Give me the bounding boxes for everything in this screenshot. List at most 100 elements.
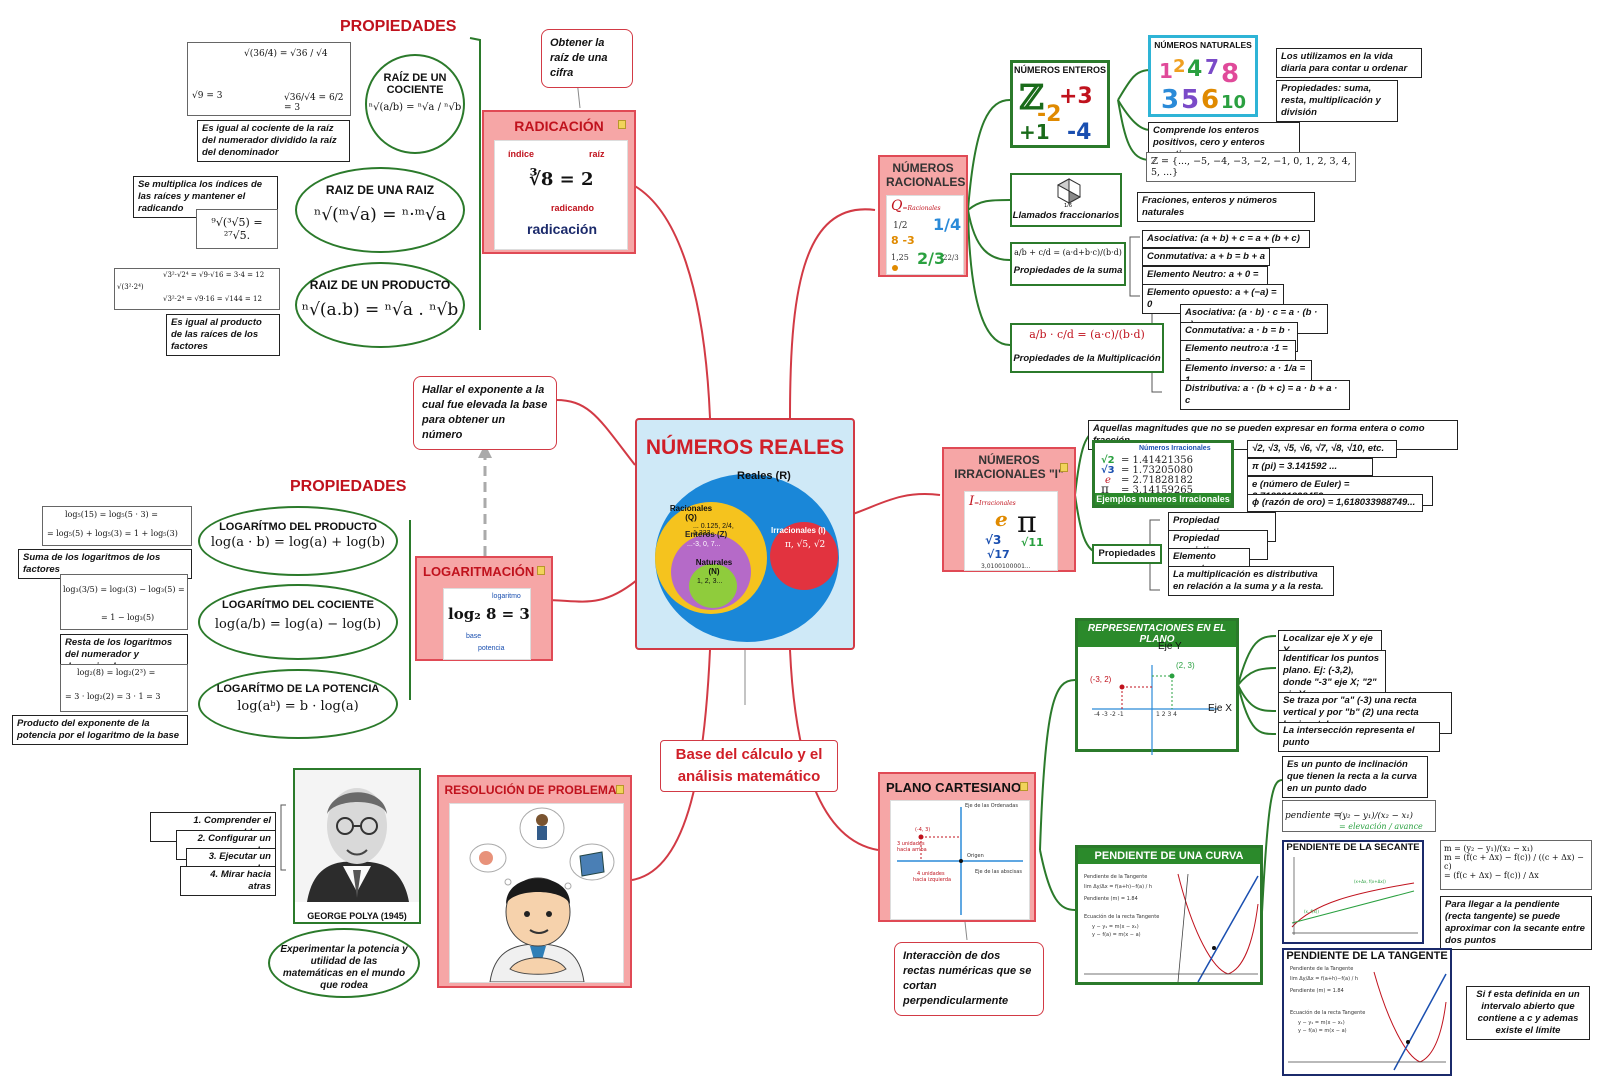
svg-text:Ecuación de la recta Tangente: Ecuación de la recta Tangente <box>1084 913 1159 920</box>
irracionales-propiedades-label: Propiedades <box>1098 548 1156 559</box>
logaritmacion-topic[interactable]: LOGARITMACIÓN logaritmo log₂ 8 = 3 base … <box>415 556 553 661</box>
resolucion-title: RESOLUCIÓN DE PROBLEMAS <box>444 783 625 797</box>
log-producto-label: LOGARÍTMO DEL PRODUCTO <box>219 521 377 533</box>
log-potencia-ex1: log₂(8) = log₂(2³) = <box>77 668 156 677</box>
racionales-title: NÚMEROS RACIONALES <box>886 161 966 189</box>
set-naturales: Naturales (N) <box>695 558 733 576</box>
note-icon <box>1020 782 1028 791</box>
svg-text:π: π <box>1101 482 1109 495</box>
radicacion-topic[interactable]: RADICACIÓN índice raíz ∛8 = 2 radicando … <box>482 110 636 254</box>
cartesian-plane-small-icon: Eje de las Ordenadas (-4, 3) 3 unidades … <box>897 803 1023 915</box>
raiz-cociente-ex3: √36/√4 = 6/2 = 3 <box>284 93 344 113</box>
raiz-producto-ex2: √3²·2⁴ = √9·16 = √144 = 12 <box>163 295 262 303</box>
log-cociente-ex2: = 1 − log₃(5) <box>101 613 155 622</box>
raiz-cociente-node[interactable]: RAÍZ DE UN COCIENTE ⁿ√(a/b) = ⁿ√a / ⁿ√b <box>365 54 465 154</box>
cartesiano-illustration: Eje de las Ordenadas (-4, 3) 3 unidades … <box>890 800 1030 920</box>
irracionales-i-sub: =Irracionales <box>974 500 1016 507</box>
svg-text:3 unidades: 3 unidades <box>897 841 925 847</box>
cartesiano-topic[interactable]: PLANO CARTESIANO Eje de las Ordenadas (-… <box>878 772 1036 922</box>
logaritmacion-callout[interactable]: Hallar el exponente a la cual fue elevad… <box>413 376 557 450</box>
suma-node[interactable]: a/b + c/d = (a·d+b·c)/(b·d) Propiedades … <box>1010 242 1126 286</box>
svg-text:-4 -3 -2 -1: -4 -3 -2 -1 <box>1094 711 1124 718</box>
raiz-raiz-formula: ⁿ√(ᵐ√a) = ⁿ·ᵐ√a <box>313 205 447 225</box>
raiz-cociente-ex2: √9 = 3 <box>192 91 223 101</box>
irracional-ejemplo-4: ϕ (razón de oro) = 1,618033988749... <box>1247 494 1423 512</box>
svg-text:2/3: 2/3 <box>917 249 945 268</box>
naturales-label: NÚMEROS NATURALES <box>1154 40 1252 50</box>
irracionales-ejemplos-node[interactable]: Números Irracionales √2 = 1.41421356 √3 … <box>1092 440 1234 508</box>
log-cociente-node[interactable]: LOGARÍTMO DEL COCIENTE log(a/b) = log(a)… <box>198 584 398 660</box>
svg-text:lim Δy/Δx = f(a+h)−f(a) / h: lim Δy/Δx = f(a+h)−f(a) / h <box>1290 976 1358 982</box>
radicacion-caption: radicación <box>527 221 598 237</box>
enteros-node[interactable]: NÚMEROS ENTEROS ℤ +3 -2 +1 -4 <box>1010 60 1110 148</box>
plano-item-4: La intersección representa el punto <box>1278 722 1440 752</box>
base-label: base <box>466 633 482 640</box>
svg-text:(-4, 3): (-4, 3) <box>915 827 930 833</box>
tangente-node[interactable]: PENDIENTE DE LA TANGENTE Pendiente de la… <box>1282 948 1452 1076</box>
representaciones-node[interactable]: REPRESENTACIONES EN EL PLANO -4 -3 -2 -1… <box>1075 618 1239 755</box>
mult-label: Propiedades de la Multiplicación <box>1013 353 1161 364</box>
set-naturales-example: 1, 2, 3... <box>697 578 723 585</box>
base-calculo-label[interactable]: Base del cálculo y el análisis matemátic… <box>660 740 838 792</box>
polya-portrait-icon <box>295 770 419 902</box>
svg-text:1/6: 1/6 <box>1064 203 1072 207</box>
central-topic[interactable]: NÚMEROS REALES Reales (R) Racionales (Q)… <box>635 418 855 650</box>
log-cociente-formula: log(a/b) = log(a) − log(b) <box>214 617 382 632</box>
raiz-cociente-note: Es igual al cociente de la raíz del nume… <box>197 120 350 162</box>
cartesiano-callout[interactable]: Interacciòn de dos rectas numéricas que … <box>894 942 1044 1016</box>
racionales-illustration: Q=Racionales 1/2 1/4 8 -3 1,25 2/3 22/3 <box>886 195 964 275</box>
svg-text:= 2.71828182: = 2.71828182 <box>1121 475 1193 486</box>
raiz-producto-node[interactable]: RAIZ DE UN PRODUCTO ⁿ√(a.b) = ⁿ√a . ⁿ√b <box>295 262 465 348</box>
racionales-topic[interactable]: NÚMEROS RACIONALES Q=Racionales 1/2 1/4 … <box>878 155 968 277</box>
pendiente-node[interactable]: PENDIENTE DE UNA CURVA Pendiente de la T… <box>1075 845 1263 985</box>
svg-text:-2: -2 <box>1037 102 1061 127</box>
irrational-table-icon: √2 = 1.41421356 √3 = 1.73205080 e = 2.71… <box>1101 454 1193 495</box>
log-potencia-example: log₂(8) = log₂(2³) = = 3 · log₂(2) = 3 ·… <box>60 664 188 712</box>
log-producto-formula: log(a · b) = log(a) + log(b) <box>210 535 386 550</box>
raiz-cociente-ex1: √(36/4) = √36 / √4 <box>244 49 328 59</box>
tangente-note: Si f esta definida en un intervalo abier… <box>1466 986 1590 1040</box>
svg-text:(x, f(x)): (x, f(x)) <box>1304 909 1319 914</box>
polya-step-4: 4. Mirar hacia atras <box>180 866 276 896</box>
central-title: NÚMEROS REALES <box>645 436 845 459</box>
irracional-propiedad-4: La multiplicación es distributiva en rel… <box>1168 566 1334 596</box>
svg-text:Ecuación de la recta Tangente: Ecuación de la recta Tangente <box>1290 1009 1365 1016</box>
radicacion-title: RADICACIÓN <box>514 118 604 134</box>
log-potencia-formula: log(aᵇ) = b · log(a) <box>237 699 359 714</box>
racionales-q: Q=Racionales <box>891 198 941 214</box>
irracionales-ejemplos-label: Ejemplos numeros Irracionales <box>1095 493 1231 505</box>
log-producto-node[interactable]: LOGARÍTMO DEL PRODUCTO log(a · b) = log(… <box>198 506 398 576</box>
set-racionales: Racionales (Q) <box>669 504 713 522</box>
raiz-raiz-node[interactable]: RAIZ DE UNA RAIZ ⁿ√(ᵐ√a) = ⁿ·ᵐ√a <box>295 167 465 253</box>
resolucion-topic[interactable]: RESOLUCIÓN DE PROBLEMAS <box>437 775 632 988</box>
pendiente-definition: Es un punto de inclinación que tienen la… <box>1282 756 1428 798</box>
set-enteros: Enteros (Z) <box>685 530 728 539</box>
secante-node[interactable]: PENDIENTE DE LA SECANTE (x+Δx, f(x+Δx))(… <box>1282 840 1424 944</box>
irracional-ejemplo-2: π (pi) = 3.141592 ... <box>1247 458 1373 476</box>
irrational-symbols-icon: e π √3 √11 √17 3,0100100001... <box>981 506 1044 570</box>
raiz-producto-note: Es igual al producto de las raíces de lo… <box>166 314 280 356</box>
set-reales: Reales (R) <box>737 470 791 482</box>
irracionales-topic[interactable]: NÚMEROS IRRACIONALES "I" I=Irracionales … <box>942 447 1076 572</box>
irracionales-propiedades-node[interactable]: Propiedades <box>1092 544 1162 564</box>
svg-text:y − y₁ = m(x − x₁): y − y₁ = m(x − x₁) <box>1092 924 1139 930</box>
raiz-cociente-formula: ⁿ√(a/b) = ⁿ√a / ⁿ√b <box>368 102 462 113</box>
logaritmacion-title: LOGARITMACIÓN <box>423 564 535 579</box>
mult-node[interactable]: a/b · c/d = (a·c)/(b·d) Propiedades de l… <box>1010 323 1164 373</box>
irracionales-ejemplos-header: Números Irracionales <box>1139 445 1211 452</box>
logaritmacion-properties-heading: PROPIEDADES <box>290 478 407 495</box>
irracionales-title: NÚMEROS IRRACIONALES "I" <box>954 453 1064 481</box>
fraccionarios-node[interactable]: 1/6 Llamados fraccionarios <box>1010 173 1122 227</box>
svg-text:π: π <box>1017 506 1037 540</box>
resolucion-callout[interactable]: Experimentar la potencia y utilidad de l… <box>268 928 420 998</box>
note-icon <box>616 785 624 794</box>
fractions-icon: 1/2 1/4 8 -3 1,25 2/3 22/3 <box>891 216 961 271</box>
log-potencia-node[interactable]: LOGARÍTMO DE LA POTENCIA log(aᵇ) = b · l… <box>198 669 398 739</box>
suma-item-1: Asociativa: (a + b) + c = a + (b + c) <box>1142 230 1310 248</box>
naturales-node[interactable]: NÚMEROS NATURALES 1 2 4 7 8 3 5 6 10 <box>1148 35 1258 117</box>
radicacion-callout[interactable]: Obtener la raíz de una cifra <box>541 29 633 88</box>
set-irracionales: Irracionales (I) <box>771 526 826 535</box>
svg-text:y − y₁ = m(x − x₁): y − y₁ = m(x − x₁) <box>1298 1020 1345 1026</box>
logaritmo-label: logaritmo <box>492 593 521 600</box>
pendiente-label: PENDIENTE DE UNA CURVA <box>1078 848 1260 864</box>
